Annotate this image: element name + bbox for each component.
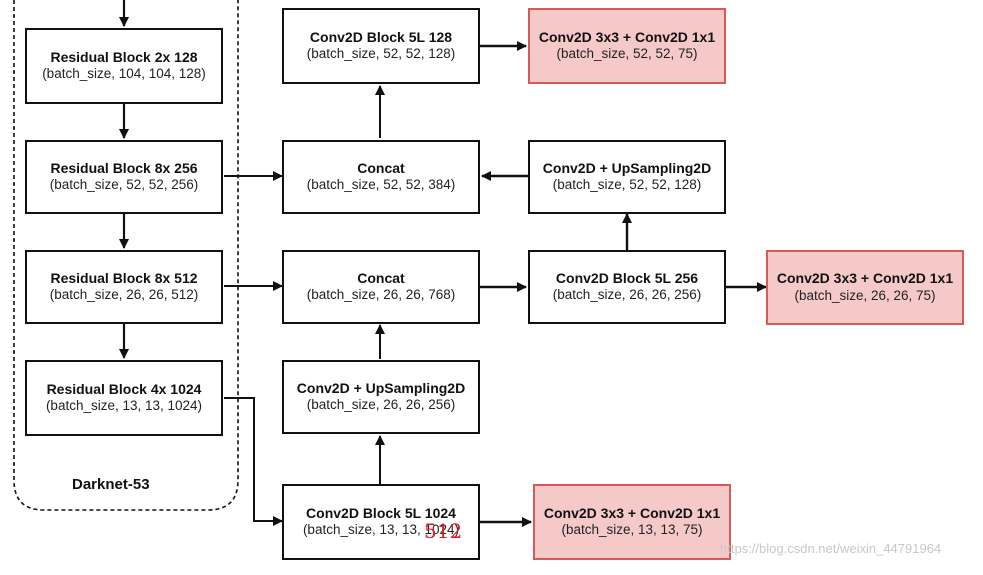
node-shape: (batch_size, 26, 26, 256) bbox=[306, 397, 456, 413]
arrow-rb4-convbottom bbox=[224, 397, 283, 526]
residual-block-8x-256: Residual Block 8x 256 (batch_size, 52, 5… bbox=[25, 140, 223, 214]
node-title: Conv2D + UpSampling2D bbox=[296, 379, 466, 396]
residual-block-2x: Residual Block 2x 128 (batch_size, 104, … bbox=[25, 28, 223, 104]
node-shape: (batch_size, 52, 52, 384) bbox=[306, 177, 456, 193]
node-title: Conv2D + UpSampling2D bbox=[542, 159, 712, 176]
output-head-52: Conv2D 3x3 + Conv2D 1x1 (batch_size, 52,… bbox=[528, 8, 726, 84]
node-shape: (batch_size, 13, 13, 1024) bbox=[45, 398, 203, 414]
node-title: Concat bbox=[357, 269, 405, 286]
node-shape: (batch_size, 13, 13, 1024) bbox=[302, 522, 460, 538]
concat-26: Concat (batch_size, 26, 26, 768) bbox=[282, 250, 480, 324]
conv-block-5l-128: Conv2D Block 5L 128 (batch_size, 52, 52,… bbox=[282, 8, 480, 84]
node-shape: (batch_size, 52, 52, 256) bbox=[49, 177, 199, 193]
node-shape: (batch_size, 26, 26, 256) bbox=[552, 287, 702, 303]
node-title: Conv2D 3x3 + Conv2D 1x1 bbox=[543, 504, 721, 521]
node-title: Residual Block 8x 512 bbox=[50, 269, 198, 286]
residual-block-8x-512: Residual Block 8x 512 (batch_size, 26, 2… bbox=[25, 250, 223, 324]
node-title: Residual Block 8x 256 bbox=[50, 159, 198, 176]
node-title: Conv2D 3x3 + Conv2D 1x1 bbox=[538, 28, 716, 45]
darknet-label: Darknet-53 bbox=[72, 476, 150, 493]
conv-upsampling-26: Conv2D + UpSampling2D (batch_size, 26, 2… bbox=[282, 360, 480, 434]
residual-block-4x-1024: Residual Block 4x 1024 (batch_size, 13, … bbox=[25, 360, 223, 436]
output-head-13: Conv2D 3x3 + Conv2D 1x1 (batch_size, 13,… bbox=[533, 484, 731, 560]
output-head-26: Conv2D 3x3 + Conv2D 1x1 (batch_size, 26,… bbox=[766, 250, 964, 325]
node-shape: (batch_size, 104, 104, 128) bbox=[42, 66, 206, 82]
conv-upsampling-52: Conv2D + UpSampling2D (batch_size, 52, 5… bbox=[528, 140, 726, 214]
node-title: Conv2D Block 5L 1024 bbox=[306, 504, 456, 521]
node-shape: (batch_size, 26, 26, 75) bbox=[794, 287, 936, 303]
node-shape: (batch_size, 13, 13, 75) bbox=[561, 522, 703, 538]
node-title: Conv2D Block 5L 256 bbox=[555, 269, 699, 286]
node-shape: (batch_size, 52, 52, 128) bbox=[552, 177, 702, 193]
concat-52: Concat (batch_size, 52, 52, 384) bbox=[282, 140, 480, 214]
node-title: Residual Block 2x 128 bbox=[50, 48, 198, 65]
node-shape: (batch_size, 26, 26, 768) bbox=[306, 287, 456, 303]
handwritten-512-annotation: 512 bbox=[424, 519, 463, 543]
node-title: Concat bbox=[357, 159, 405, 176]
conv-block-5l-256: Conv2D Block 5L 256 (batch_size, 26, 26,… bbox=[528, 250, 726, 324]
conv-block-5l-1024: Conv2D Block 5L 1024 (batch_size, 13, 13… bbox=[282, 484, 480, 560]
node-shape: (batch_size, 26, 26, 512) bbox=[49, 287, 199, 303]
node-title: Conv2D 3x3 + Conv2D 1x1 bbox=[776, 270, 954, 287]
node-title: Conv2D Block 5L 128 bbox=[309, 28, 453, 45]
darknet-container bbox=[13, 0, 239, 511]
node-shape: (batch_size, 52, 52, 75) bbox=[556, 46, 698, 62]
node-title: Residual Block 4x 1024 bbox=[46, 380, 202, 397]
node-shape: (batch_size, 52, 52, 128) bbox=[306, 46, 456, 62]
watermark-text: https://blog.csdn.net/weixin_44791964 bbox=[720, 541, 942, 556]
